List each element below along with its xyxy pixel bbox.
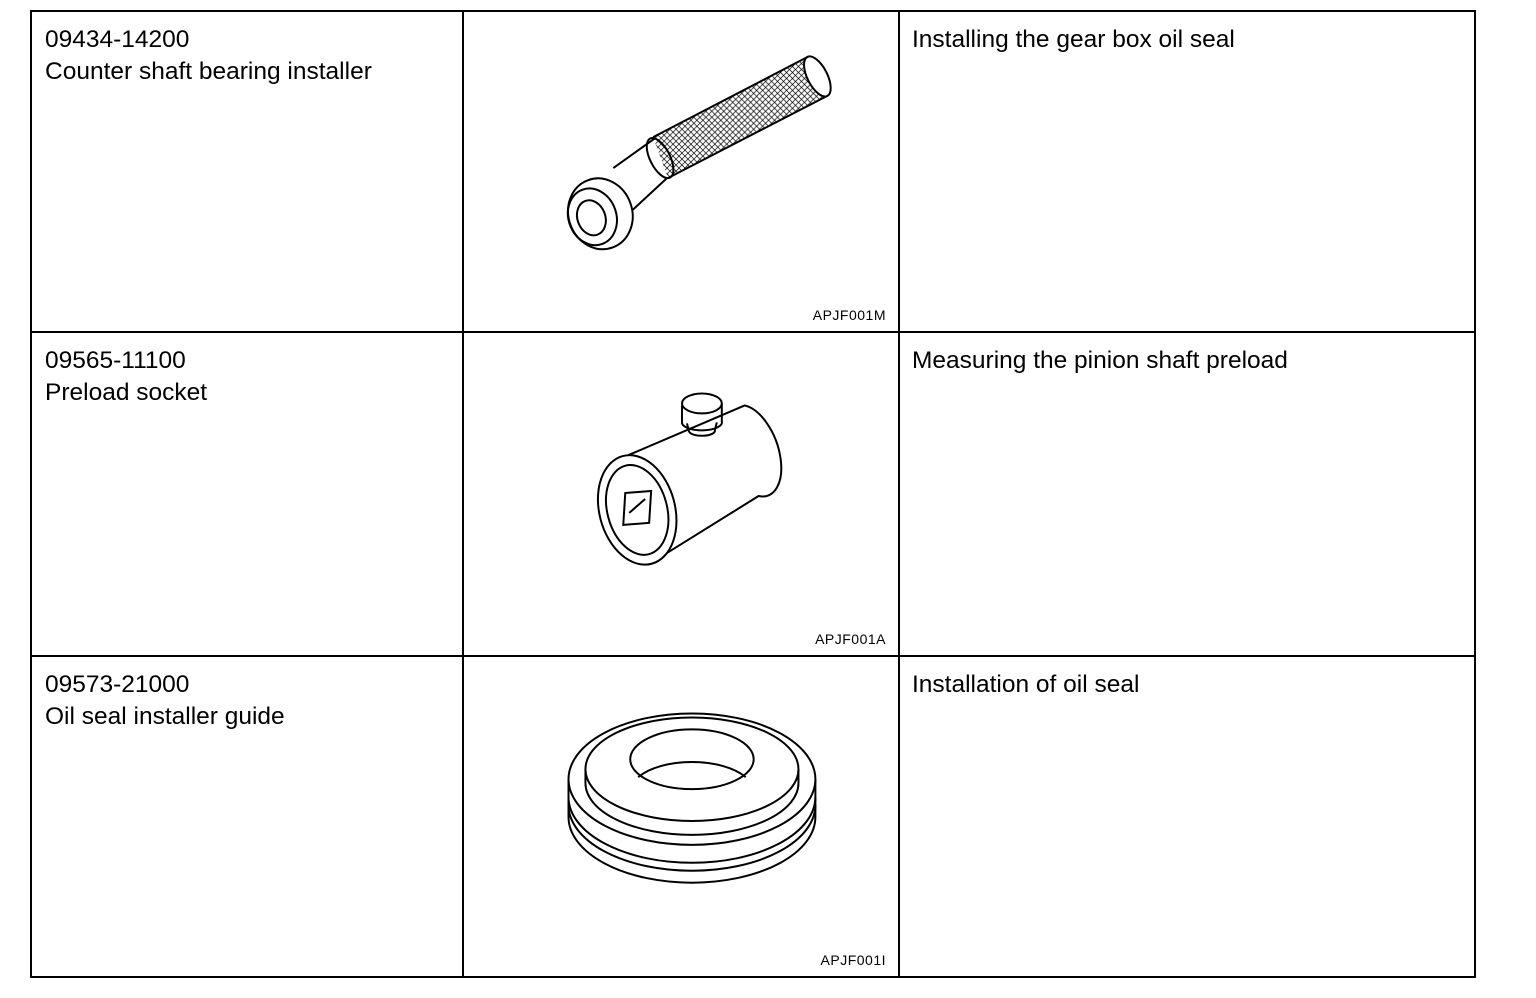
tool-name: Oil seal installer guide xyxy=(45,703,285,730)
part-cell: 09434-14200 Counter shaft bearing instal… xyxy=(30,10,464,333)
illustration-cell: APJF001A xyxy=(462,331,900,657)
cylindrical-installer-illustration xyxy=(566,55,832,251)
tool-use: Measuring the pinion shaft preload xyxy=(912,347,1288,374)
tool-name: Counter shaft bearing installer xyxy=(45,58,372,85)
tool-row: 09573-21000 Oil seal installer guide xyxy=(30,655,1476,978)
tool-use: Installing the gear box oil seal xyxy=(912,26,1235,53)
use-cell: Installing the gear box oil seal xyxy=(898,10,1476,333)
tool-row: 09434-14200 Counter shaft bearing instal… xyxy=(30,10,1476,333)
part-number: 09434-14200 xyxy=(45,26,190,53)
preload-socket-illustration xyxy=(596,392,783,566)
part-number: 09565-11100 xyxy=(45,347,186,374)
illustration-cell: APJF001I xyxy=(462,655,900,978)
ring-guide-illustration xyxy=(567,712,817,884)
use-cell: Installation of oil seal xyxy=(898,655,1476,978)
illustration-code: APJF001A xyxy=(815,631,886,647)
illustration-code: APJF001M xyxy=(812,307,886,323)
tool-row: 09565-11100 Preload socket xyxy=(30,331,1476,657)
tool-name: Preload socket xyxy=(45,379,208,406)
illustration-cell: APJF001M xyxy=(462,10,900,333)
part-cell: 09565-11100 Preload socket xyxy=(30,331,464,657)
part-number: 09573-21000 xyxy=(45,671,190,698)
use-cell: Measuring the pinion shaft preload xyxy=(898,331,1476,657)
part-cell: 09573-21000 Oil seal installer guide xyxy=(30,655,464,978)
tool-use: Installation of oil seal xyxy=(912,671,1140,698)
illustration-code: APJF001I xyxy=(820,952,886,968)
special-tools-table: 09434-14200 Counter shaft bearing instal… xyxy=(30,10,1476,978)
